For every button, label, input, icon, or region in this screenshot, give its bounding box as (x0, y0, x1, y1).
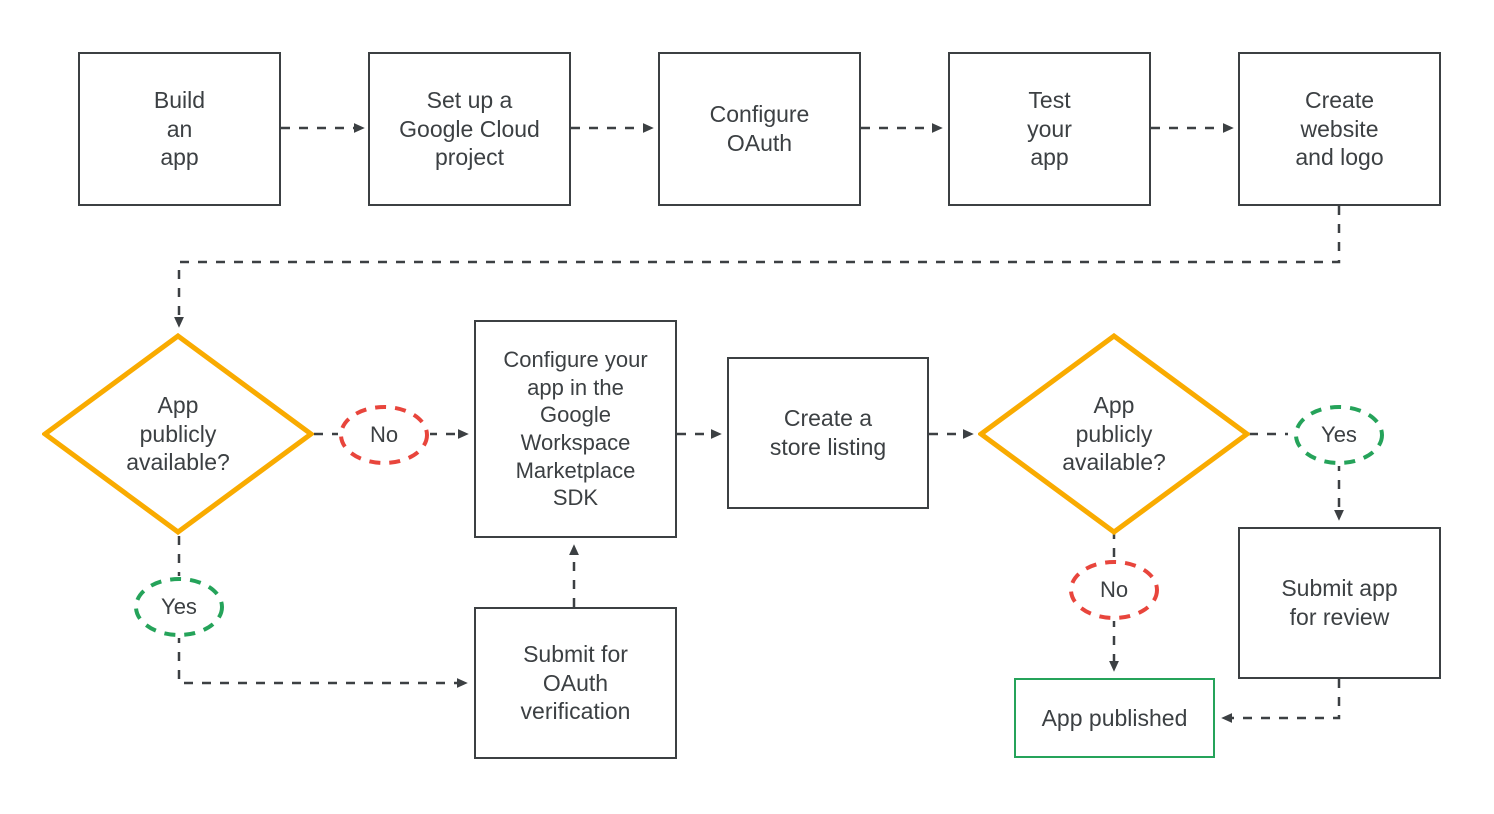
node-set-up-google-cloud-project[interactable]: Set up a Google Cloud project (368, 52, 571, 206)
edge-website-to-decision-left (174, 206, 1341, 328)
ellipse-shape (1294, 405, 1384, 465)
node-label: App published (1041, 704, 1188, 731)
branch-label-no-left: No (338, 404, 430, 466)
node-decision-app-publicly-available-right[interactable]: App publicly available? (978, 333, 1250, 535)
node-create-a-store-listing[interactable]: Create a store listing (727, 357, 929, 509)
branch-label-text: Yes (161, 594, 197, 620)
node-label: Configure OAuth (709, 101, 810, 156)
ellipse-shape (339, 405, 429, 465)
node-configure-oauth[interactable]: Configure OAuth (658, 52, 861, 206)
branch-label-text: No (1099, 577, 1129, 603)
node-label: Test your app (1027, 86, 1072, 171)
node-label: Create website and logo (1295, 86, 1384, 171)
node-label: Set up a Google Cloud project (399, 86, 540, 171)
edge-decision-left-yes-b (177, 634, 468, 688)
branch-label-text: Yes (1321, 422, 1357, 448)
node-create-website-and-logo[interactable]: Create website and logo (1238, 52, 1441, 206)
ellipse-shape (1069, 560, 1159, 620)
node-configure-app-marketplace-sdk[interactable]: Configure your app in the Google Workspa… (474, 320, 677, 538)
diamond-shape (42, 333, 314, 535)
node-label: Build an app (153, 86, 206, 171)
node-decision-app-publicly-available-left[interactable]: App publicly available? (42, 333, 314, 535)
node-test-your-app[interactable]: Test your app (948, 52, 1151, 206)
node-label: App publicly available? (1062, 391, 1166, 476)
node-label: Submit for OAuth verification (520, 640, 631, 725)
node-app-published[interactable]: App published (1014, 678, 1215, 758)
node-label: Create a store listing (769, 405, 887, 460)
node-build-an-app[interactable]: Build an app (78, 52, 281, 206)
node-label: App publicly available? (126, 391, 230, 476)
branch-label-text: No (369, 422, 399, 448)
node-submit-for-oauth-verification[interactable]: Submit for OAuth verification (474, 607, 677, 759)
branch-label-yes-left: Yes (133, 576, 225, 638)
branch-label-no-right: No (1068, 559, 1160, 621)
node-submit-app-for-review[interactable]: Submit app for review (1238, 527, 1441, 679)
branch-label-yes-right: Yes (1293, 404, 1385, 466)
node-label: Submit app for review (1281, 575, 1398, 630)
ellipse-shape (134, 577, 224, 637)
node-label: Configure your app in the Google Workspa… (503, 346, 648, 511)
edge-review-to-published (1221, 679, 1341, 723)
